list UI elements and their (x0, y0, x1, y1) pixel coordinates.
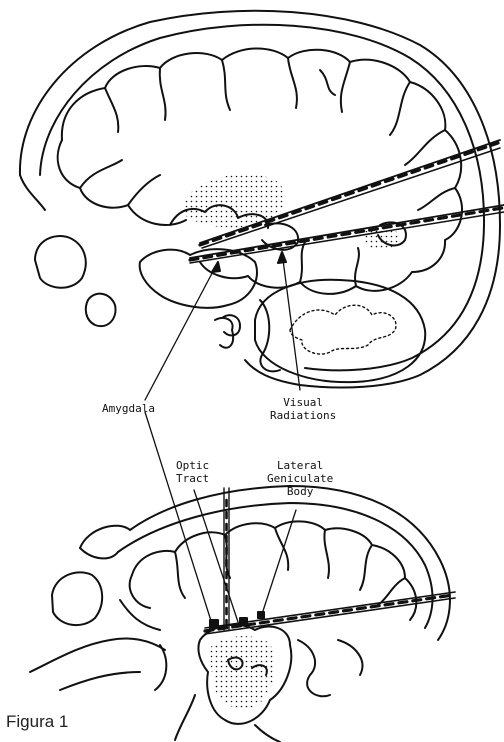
figure-caption: Figura 1 (6, 712, 68, 732)
orbit-lower (52, 572, 102, 625)
arrowhead-amygdala (212, 262, 220, 272)
cerebrum-lower-edge (58, 140, 186, 225)
skull-inner-lower (118, 503, 433, 628)
label-optic-tract: Optic Tract (176, 459, 209, 485)
lower-brain-section (30, 412, 455, 742)
cerebellum-upper (255, 280, 425, 382)
cerebrum-outline-upper (62, 48, 462, 293)
label-amygdala: Amygdala (102, 402, 155, 415)
label-lateral-geniculate-body: Lateral Geniculate Body (267, 459, 333, 498)
arrowhead-visual-radiations (278, 252, 286, 263)
label-visual-radiations: Visual Radiations (270, 396, 336, 422)
pointer-amygdala (145, 262, 218, 400)
orbit-upper (35, 236, 86, 288)
upper-brain-section (20, 11, 504, 400)
pointer-amygdala-lower (145, 412, 212, 624)
